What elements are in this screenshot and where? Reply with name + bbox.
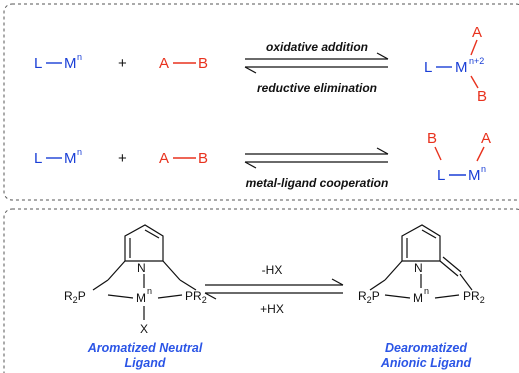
row1-product-oxidation: n+2: [469, 56, 484, 66]
minus-HX-label: -HX: [262, 263, 283, 277]
right-phosphine-R2P: R2P: [358, 289, 380, 305]
aromatized-pincer-complex: [92, 224, 197, 320]
row1-reactant-complex: L M n: [34, 52, 82, 72]
row2-product-B: B: [427, 130, 437, 147]
row2-product-L: L: [437, 167, 445, 184]
left-pyridine-ring: [124, 224, 164, 262]
right-pyridine-ring: [401, 224, 441, 262]
row1-product-L: L: [424, 59, 432, 76]
row1-product-complex: A L M n+2 B: [424, 24, 487, 105]
right-nitrogen-N: N: [414, 261, 423, 275]
dearomatized-pincer-complex: [369, 224, 473, 299]
left-metal-M: M: [136, 291, 146, 305]
row1-oxidation-n: n: [77, 52, 82, 62]
dearomatized-caption-line1: Dearomatized: [385, 341, 467, 355]
aromatized-caption-line1: Aromatized Neutral: [87, 341, 203, 355]
row1-atom-A: A: [159, 55, 169, 72]
row2-equilibrium-arrows: [244, 147, 389, 169]
row2-product-M: M: [468, 167, 481, 184]
pincer-equilibrium-arrows: [204, 278, 344, 300]
row2-product-oxidation: n: [481, 164, 486, 174]
left-ligand-X: X: [140, 322, 148, 336]
row2-ligand-L: L: [34, 150, 42, 167]
metal-ligand-cooperation-label: metal-ligand cooperation: [246, 176, 389, 190]
panel-top-frame: [3, 3, 519, 201]
row1-plus: +: [118, 55, 127, 72]
reductive-elimination-label: reductive elimination: [257, 81, 377, 95]
row1-atom-B: B: [198, 55, 208, 72]
dearomatized-caption-line2: Anionic Ligand: [380, 356, 472, 370]
left-phosphine-PR2: PR2: [185, 289, 207, 305]
row2-product-A: A: [481, 130, 491, 147]
plus-HX-label: +HX: [260, 302, 284, 316]
row2-product-L-B-bond: [434, 146, 442, 161]
right-phosphine-PR2: PR2: [463, 289, 485, 305]
oxidative-addition-label: oxidative addition: [266, 40, 368, 54]
row1-product-M-A-bond: [470, 39, 478, 56]
row2-reactant-complex: L M n: [34, 147, 82, 167]
row2-atom-A: A: [159, 150, 169, 167]
aromatized-caption-line2: Ligand: [125, 356, 166, 370]
panel-bottom-frame: [3, 208, 519, 373]
row2-substrate-AB: A B: [159, 150, 208, 167]
row1-metal-M: M: [64, 55, 77, 72]
row2-plus: +: [118, 150, 127, 167]
row2-oxidation-n: n: [77, 147, 82, 157]
row2-metal-M: M: [64, 150, 77, 167]
row2-product-M-A-bond: [476, 146, 485, 162]
row1-product-B: B: [477, 88, 487, 105]
row2-product-complex: B A L M n: [427, 130, 491, 184]
row2-atom-B: B: [198, 150, 208, 167]
row1-product-A: A: [472, 24, 482, 41]
row1-equilibrium-arrows: [244, 52, 389, 74]
left-phosphine-R2P: R2P: [64, 289, 86, 305]
left-nitrogen-N: N: [137, 261, 146, 275]
row1-product-M: M: [455, 59, 468, 76]
right-metal-n: n: [424, 286, 429, 296]
right-metal-M: M: [413, 291, 423, 305]
row1-product-M-B-bond: [470, 75, 479, 89]
left-metal-n: n: [147, 286, 152, 296]
row1-substrate-AB: A B: [159, 55, 208, 72]
row1-ligand-L: L: [34, 55, 42, 72]
